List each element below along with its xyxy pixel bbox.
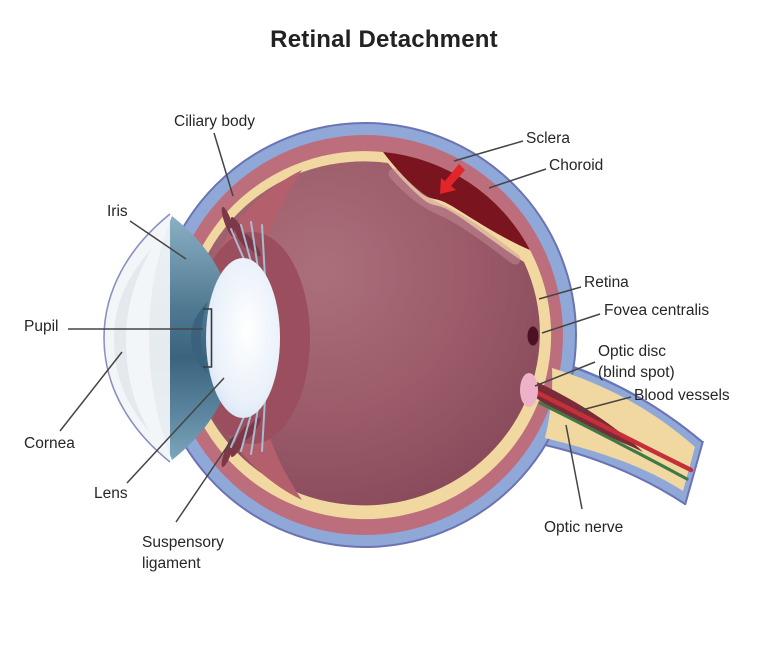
- leader-optic-nerve: [565, 424, 583, 510]
- cornea-shape: [104, 214, 170, 462]
- page-title: Retinal Detachment: [270, 26, 498, 53]
- label-iris: Iris: [107, 203, 128, 220]
- label-cornea: Cornea: [24, 435, 75, 452]
- label-retina: Retina: [584, 274, 629, 291]
- detachment-arrow-icon: [440, 164, 465, 194]
- leader-sclera: [453, 140, 524, 162]
- label-blood-vessels: Blood vessels: [634, 387, 730, 404]
- leader-lens: [126, 377, 225, 484]
- label-ciliary-body: Ciliary body: [174, 113, 255, 130]
- label-suspensory-line2: ligament: [142, 555, 201, 572]
- ciliary-slit: [230, 424, 250, 458]
- leader-cornea: [59, 351, 123, 432]
- leader-retina: [538, 286, 582, 300]
- label-optic-disc-line1: Optic disc: [598, 343, 667, 360]
- cornea-thickness-highlight: [114, 248, 152, 432]
- label-optic-nerve: Optic nerve: [544, 519, 624, 536]
- leader-choroid: [488, 168, 547, 189]
- leader-optic-disc: [534, 361, 596, 387]
- leader-ciliary-body: [213, 132, 234, 197]
- leader-fovea-centralis: [541, 313, 601, 334]
- zonule-fiber: [261, 398, 266, 452]
- cornea-outline: [103, 213, 171, 463]
- optic-nerve-outline-bottom: [544, 444, 686, 505]
- lens-shape: [206, 258, 280, 418]
- label-optic-disc: Optic disc (blind spot): [598, 341, 675, 383]
- optic-nerve-cut-end: [684, 440, 704, 506]
- label-suspensory-line1: Suspensory: [142, 534, 224, 551]
- label-lens: Lens: [94, 485, 128, 502]
- label-pupil: Pupil: [24, 318, 59, 335]
- leader-suspensory-ligament: [175, 437, 234, 523]
- label-fovea-centralis: Fovea centralis: [604, 302, 710, 319]
- pupil-bracket: [203, 308, 213, 368]
- label-suspensory-ligament: Suspensory ligament: [142, 532, 224, 574]
- optic-nerve-inner: [545, 368, 695, 491]
- label-choroid: Choroid: [549, 157, 604, 174]
- blood-vessel-green: [538, 401, 689, 481]
- detached-retina-highlight: [388, 168, 521, 265]
- zonule-fiber: [261, 224, 266, 278]
- leader-iris: [129, 220, 187, 260]
- leader-blood-vessels: [577, 396, 632, 412]
- fovea-centralis-dot: [527, 326, 539, 346]
- lens-shadow-crescent: [191, 302, 208, 374]
- label-optic-disc-line2: (blind spot): [598, 364, 675, 381]
- label-sclera: Sclera: [526, 130, 570, 147]
- optic-disc-shape: [520, 373, 538, 407]
- blood-vessel-red: [533, 389, 694, 473]
- detachment-pocket-shape: [383, 152, 530, 250]
